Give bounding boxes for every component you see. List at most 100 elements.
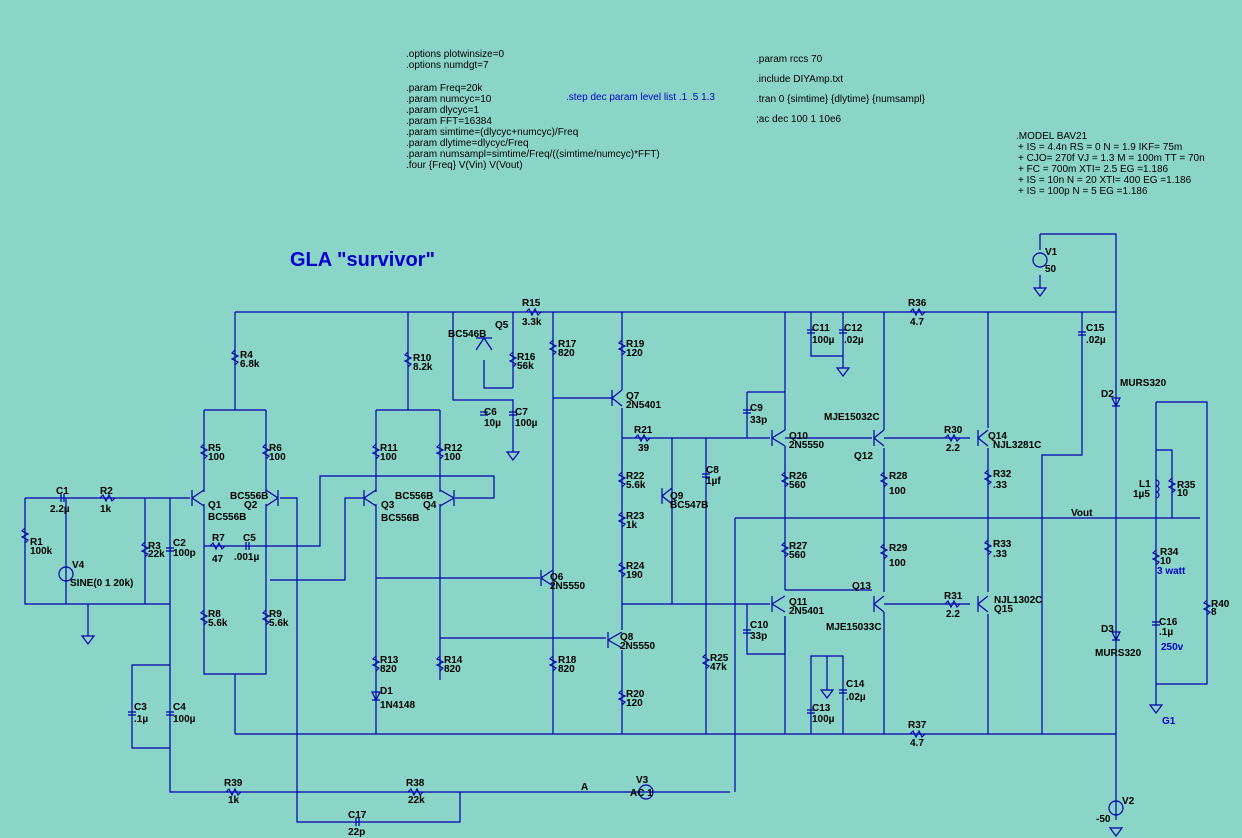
label-v3-value: AC 1: [630, 788, 653, 799]
transistor-q1: [191, 489, 205, 507]
resistor-r18: [548, 655, 558, 672]
model-line: .MODEL BAV21: [1016, 131, 1088, 142]
label-r40-ref: R40: [1211, 599, 1230, 610]
model-line: + IS = 100p N = 5 EG =1.186: [1018, 186, 1148, 197]
label-l1-ref: L1: [1139, 479, 1151, 490]
label-q15-model: NJL1302C: [994, 595, 1042, 606]
label-r34-value: 10: [1160, 556, 1172, 567]
spice-directives-right: .param rccs 70 .include DIYAmp.txt .tran…: [756, 54, 926, 125]
label-r7-value: 47: [212, 554, 224, 565]
label-q5-model: BC546B: [448, 329, 486, 340]
label-q3-model: BC556B: [381, 513, 419, 524]
label-q2-ref: Q2: [244, 500, 258, 511]
transistor-q15: [977, 595, 989, 613]
directive-line: .four {Freq} V(Vin) V(Vout): [406, 160, 523, 171]
label-c6-value: 10µ: [484, 418, 501, 429]
label-c8-ref: C8: [706, 465, 719, 476]
label-c5-value: .001µ: [234, 552, 259, 563]
resistor-r23: [617, 511, 627, 528]
label-r27-ref: R27: [789, 541, 808, 552]
capacitor-c3: [128, 711, 136, 716]
step-comment: .step dec param level list .1 .5 1.3: [566, 92, 715, 103]
inductor-l1: [1155, 479, 1160, 499]
c16-voltage-note: 250v: [1161, 642, 1184, 653]
capacitor-c11: [807, 329, 815, 334]
transistor-q4: [439, 489, 455, 507]
label-r13-value: 820: [380, 664, 397, 675]
label-c6-ref: C6: [484, 407, 497, 418]
label-r32-ref: R32: [993, 469, 1012, 480]
label-c2-value: 100p: [173, 548, 196, 559]
label-r22-value: 5.6k: [626, 480, 646, 491]
label-c7-ref: C7: [515, 407, 528, 418]
label-c4-value: 100µ: [173, 714, 196, 725]
label-r16-ref: R16: [517, 352, 536, 363]
label-r10-ref: R10: [413, 353, 432, 364]
label-d3-ref: D3: [1101, 624, 1114, 635]
model-line: + FC = 700m XTI= 2.5 EG =1.186: [1018, 164, 1169, 175]
spice-directives-left: .options plotwinsize=0 .options numdgt=7…: [406, 49, 660, 171]
label-r4-ref: R4: [240, 350, 253, 361]
label-c1-value: 2.2µ: [50, 504, 70, 515]
label-r18-value: 820: [558, 664, 575, 675]
resistor-r11: [371, 443, 381, 460]
label-q8-model: 2N5550: [620, 641, 655, 652]
net-label-vout: Vout: [1071, 508, 1093, 519]
resistor-r30: [944, 433, 961, 443]
resistor-r36: [909, 307, 926, 317]
label-r12-value: 100: [444, 452, 461, 463]
label-v2-ref: V2: [1122, 796, 1135, 807]
label-r21-value: 39: [638, 443, 650, 454]
label-r19-ref: R19: [626, 339, 645, 350]
directive-line: .param dlycyc=1: [406, 105, 480, 116]
transistor-q10: [771, 429, 786, 447]
transistor-q8: [607, 631, 623, 649]
label-r40-value: 8: [1211, 607, 1217, 618]
resistor-r12: [435, 443, 445, 460]
label-d2-model: MURS320: [1120, 378, 1167, 389]
label-c13-ref: C13: [812, 703, 831, 714]
resistor-r22: [617, 471, 627, 488]
label-r1-ref: R1: [30, 537, 43, 548]
label-r15-ref: R15: [522, 298, 541, 309]
transistor-q11: [771, 595, 786, 613]
capacitor-c5: [245, 542, 250, 550]
label-q11-model: 2N5401: [789, 606, 824, 617]
resistor-r13: [371, 655, 381, 672]
label-r36-value: 4.7: [910, 317, 924, 328]
label-d2-ref: D2: [1101, 389, 1114, 400]
resistor-r34: [1151, 549, 1161, 566]
label-v1-ref: V1: [1045, 247, 1058, 258]
resistors: [20, 307, 1212, 797]
label-q10-ref: Q10: [789, 431, 808, 442]
label-c11-value: 100µ: [812, 335, 835, 346]
source-v2: [1108, 800, 1124, 816]
capacitor-c8: [702, 473, 710, 478]
resistor-r35: [1167, 477, 1177, 494]
directive-line: .include DIYAmp.txt: [756, 74, 843, 85]
label-r1-value: 100k: [30, 546, 53, 557]
diodes: [371, 397, 1121, 702]
capacitors: [60, 329, 1160, 826]
label-c7-value: 100µ: [515, 418, 538, 429]
directive-line: ;ac dec 100 1 10e6: [756, 114, 842, 125]
source-v1: [1032, 252, 1048, 268]
label-c17-ref: C17: [348, 810, 367, 821]
resistor-r21: [634, 433, 651, 443]
resistor-r33: [983, 539, 993, 556]
label-r17-ref: R17: [558, 339, 577, 350]
resistor-r29: [879, 543, 889, 560]
label-q7-ref: Q7: [626, 391, 640, 402]
capacitor-c14: [839, 689, 847, 694]
label-q10-model: 2N5550: [789, 440, 824, 451]
directive-line: .param Freq=20k: [406, 83, 483, 94]
resistor-r15: [525, 307, 542, 317]
r34-power-note: 3 watt: [1157, 566, 1186, 577]
label-r20-value: 120: [626, 698, 643, 709]
transistors: [191, 337, 989, 649]
label-d3-model: MURS320: [1095, 648, 1142, 659]
label-c1-ref: C1: [56, 486, 69, 497]
capacitor-c12: [839, 329, 847, 334]
source-v3: [638, 784, 654, 800]
